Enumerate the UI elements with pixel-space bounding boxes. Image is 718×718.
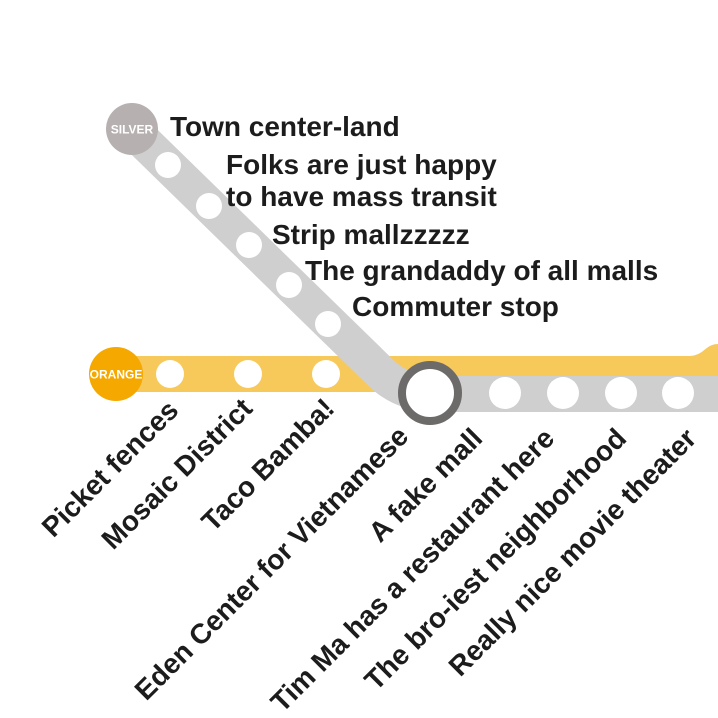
silver-station-3[interactable] — [236, 232, 262, 258]
orange-line-badge-label: ORANGE — [90, 368, 143, 382]
shared-station-4[interactable] — [662, 377, 694, 409]
transfer-station[interactable] — [398, 361, 462, 425]
silver-station-2[interactable] — [196, 193, 222, 219]
shared-station-3[interactable] — [605, 377, 637, 409]
shared-station-1[interactable] — [489, 377, 521, 409]
silver-stop-label-4: The grandaddy of all malls — [305, 255, 658, 286]
orange-station-2[interactable] — [234, 360, 262, 388]
orange-line-track — [102, 344, 718, 392]
silver-line-badge — [106, 103, 158, 155]
silver-stop-label-3: Strip mallzzzzz — [272, 219, 470, 250]
shared-station-2[interactable] — [547, 377, 579, 409]
shared-stop-label-2: Tim Ma has a restaurant here — [265, 422, 561, 718]
silver-station-5[interactable] — [315, 311, 341, 337]
silver-stop-label-1: Town center-land — [170, 111, 400, 142]
silver-line-badge-label: SILVER — [111, 123, 154, 137]
silver-station-1[interactable] — [155, 152, 181, 178]
shared-stop-label-3: The bro-iest neighborhood — [358, 422, 632, 696]
silver-station-4[interactable] — [276, 272, 302, 298]
silver-stop-label-5: Commuter stop — [352, 291, 559, 322]
orange-station-3[interactable] — [312, 360, 340, 388]
orange-station-1[interactable] — [156, 360, 184, 388]
orange-line-badge — [89, 347, 143, 401]
silver-stop-label-2: Folks are just happy to have mass transi… — [226, 149, 505, 212]
